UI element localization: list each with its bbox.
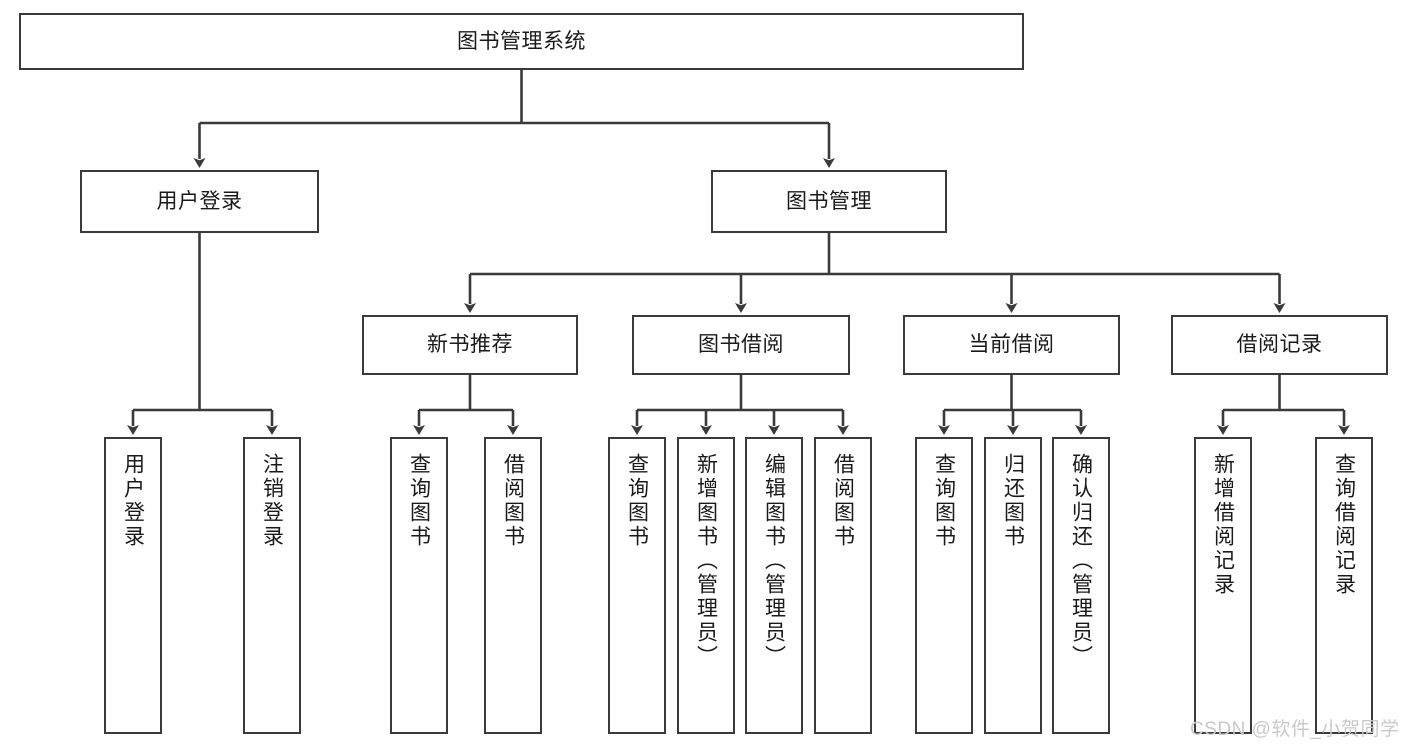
node-l2: 注销登录: [243, 437, 301, 734]
node-label: 新增图书（管理员）: [694, 453, 718, 669]
node-label: 用户登录: [121, 453, 145, 549]
node-label: 查询图书: [407, 453, 431, 549]
node-label: 图书管理: [786, 189, 872, 213]
node-label: 注销登录: [260, 453, 284, 549]
node-n2b: 图书借阅: [632, 315, 850, 375]
node-label: 图书管理系统: [457, 29, 586, 53]
node-n2c: 当前借阅: [903, 315, 1120, 375]
node-label: 当前借阅: [968, 333, 1055, 357]
node-label: 借阅图书: [501, 453, 525, 549]
node-l6: 新增图书（管理员）: [677, 437, 735, 734]
node-n1: 用户登录: [80, 170, 319, 233]
node-label: 查询图书: [625, 453, 649, 549]
node-label: 借阅图书: [831, 453, 855, 549]
node-label: 编辑图书（管理员）: [762, 453, 786, 669]
node-l7: 编辑图书（管理员）: [745, 437, 803, 734]
node-l12: 新增借阅记录: [1194, 437, 1252, 734]
node-label: 确认归还（管理员）: [1069, 453, 1093, 669]
node-n2: 图书管理: [711, 170, 947, 233]
node-l3: 查询图书: [390, 437, 448, 734]
node-l4: 借阅图书: [484, 437, 542, 734]
node-label: 查询借阅记录: [1332, 453, 1356, 597]
node-label: 图书借阅: [698, 333, 784, 357]
node-l13: 查询借阅记录: [1315, 437, 1373, 734]
node-label: 查询图书: [932, 453, 956, 549]
node-label: 用户登录: [156, 189, 243, 213]
node-l8: 借阅图书: [814, 437, 872, 734]
node-l11: 确认归还（管理员）: [1052, 437, 1110, 734]
node-label: 新增借阅记录: [1211, 453, 1235, 597]
node-l1: 用户登录: [104, 437, 162, 734]
node-label: 借阅记录: [1236, 333, 1323, 357]
node-l9: 查询图书: [915, 437, 973, 734]
node-l10: 归还图书: [984, 437, 1042, 734]
node-label: 新书推荐: [427, 333, 513, 357]
node-l5: 查询图书: [608, 437, 666, 734]
node-label: 归还图书: [1001, 453, 1025, 549]
node-n2a: 新书推荐: [362, 315, 578, 375]
node-root: 图书管理系统: [19, 13, 1024, 70]
node-n2d: 借阅记录: [1171, 315, 1388, 375]
